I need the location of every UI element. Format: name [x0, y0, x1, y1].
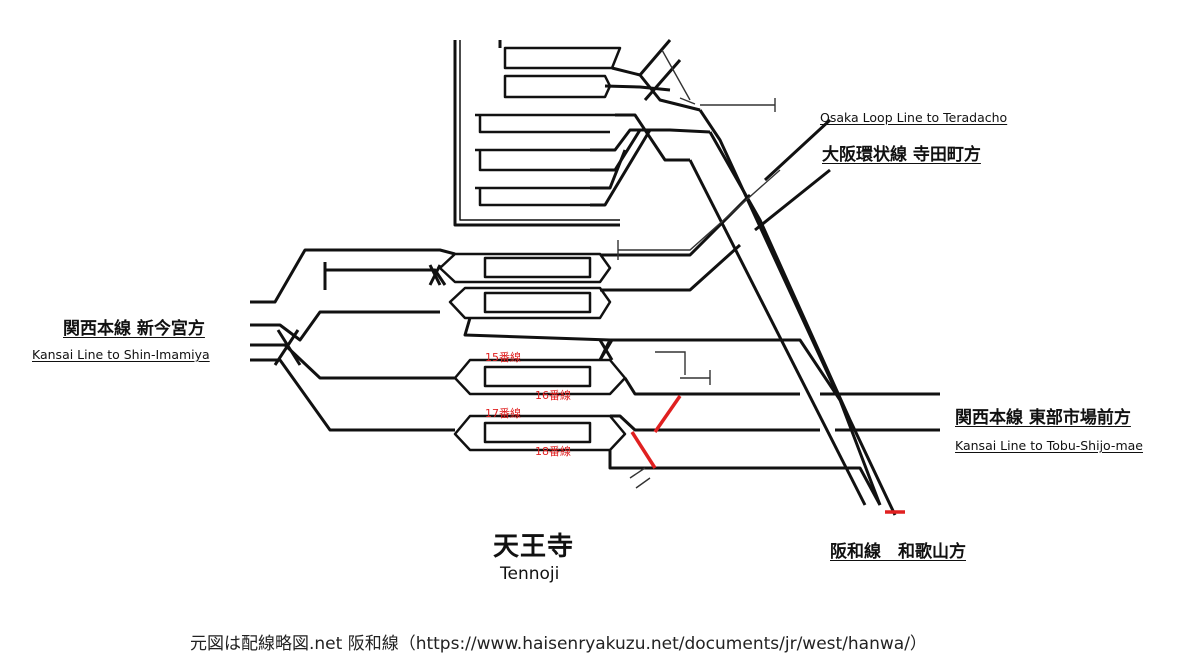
loop-line-1 — [600, 118, 832, 257]
red-crossover-2 — [630, 431, 657, 469]
switch-x-15 — [598, 339, 614, 361]
track-18-out — [608, 450, 882, 506]
loop-label-en: Osaka Loop Line to Teradacho — [820, 110, 1008, 125]
bay-platform-2 — [503, 74, 612, 99]
track-16-label: 16番線 — [535, 389, 571, 402]
loop-line-2 — [600, 168, 831, 292]
buffer-stop-2 — [661, 49, 696, 105]
track-15-out — [610, 338, 842, 401]
main-track-west-2 — [323, 262, 447, 290]
main-track-west-3 — [250, 310, 440, 342]
bay-track-g — [590, 129, 652, 207]
kansai-east-label-jp: 関西本線 東部市場前方 — [955, 408, 1131, 428]
west-cross — [273, 329, 302, 366]
track-15-label: 15番線 — [485, 351, 521, 364]
main-track-west-1 — [250, 248, 456, 304]
loop-label-jp: 大阪環状線 寺田町方 — [822, 145, 981, 165]
bay-track-e — [590, 129, 642, 172]
buffer-stop-4 — [655, 351, 711, 385]
buffer-stop-1 — [617, 240, 640, 260]
bay-frame-inner — [459, 40, 620, 221]
bay-track-d — [590, 128, 711, 152]
bay-track-c — [615, 113, 690, 162]
bay-platform-1 — [503, 46, 622, 70]
inner-box-2 — [483, 291, 592, 314]
kansai-east-label-en: Kansai Line to Tobu-Shijo-mae — [955, 438, 1143, 453]
inner-box-1 — [483, 256, 592, 279]
bay-platform-4 — [475, 148, 590, 172]
bay-track-b — [604, 84, 671, 92]
hanwa-track-2 — [708, 131, 897, 516]
hanwa-label-jp: 阪和線 和歌山方 — [830, 542, 966, 562]
kansai-west-label-en: Kansai Line to Shin-Imamiya — [32, 347, 210, 362]
guide-leader-1 — [640, 169, 781, 251]
hanwa-track-1 — [698, 109, 882, 506]
main-track-west-4 — [250, 343, 455, 380]
track-17-out — [610, 414, 940, 432]
track-17-label: 17番線 — [485, 407, 521, 420]
platform-15-16 — [453, 358, 627, 396]
inner-box-4 — [483, 421, 592, 444]
main-cross — [428, 264, 442, 286]
bay-crossover — [638, 39, 682, 101]
bay-track-f — [590, 149, 627, 190]
bay-platform-3 — [475, 113, 615, 134]
kansai-west-label-jp: 関西本線 新今宮方 — [63, 319, 205, 339]
hanwa-track-3 — [688, 159, 867, 506]
credit-text: 元図は配線略図.net 阪和線（https://www.haisenryakuz… — [190, 634, 927, 654]
buffer-stop-5 — [629, 467, 651, 489]
main-track-west-5 — [250, 358, 455, 432]
platform-upper-2 — [448, 286, 612, 320]
track-16-out — [623, 377, 940, 396]
station-name-en: Tennoji — [500, 564, 560, 584]
buffer-stop-3 — [700, 98, 776, 112]
inner-box-3 — [483, 365, 592, 388]
station-name-jp: 天王寺 — [493, 532, 575, 562]
red-crossover-1 — [653, 395, 682, 433]
track-18-label: 18番線 — [535, 445, 571, 458]
bay-frame-outer — [453, 40, 620, 227]
bay-platform-5 — [475, 186, 590, 207]
